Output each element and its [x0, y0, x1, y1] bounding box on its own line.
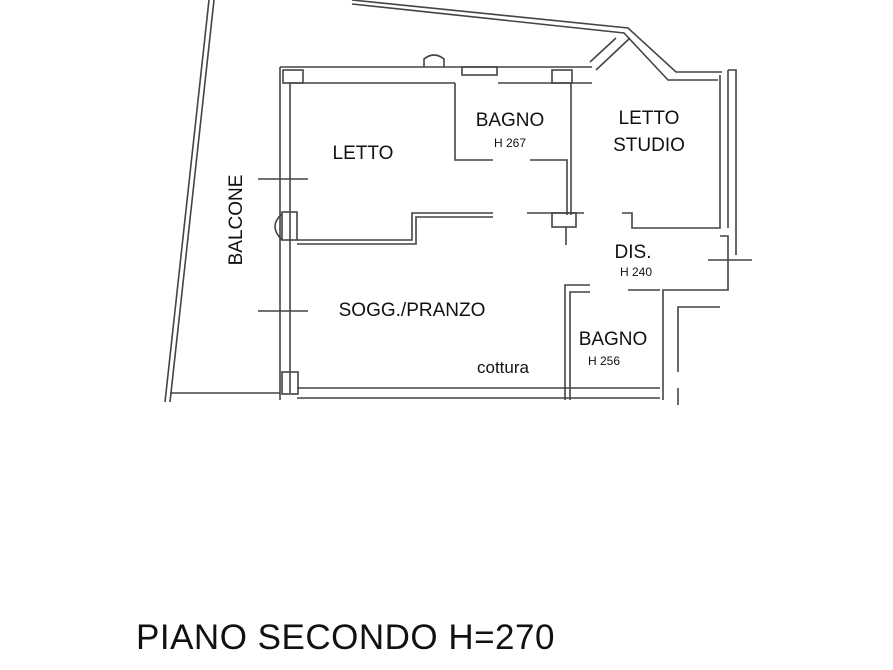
- room-height-dis: H 240: [620, 265, 652, 279]
- walls: [164, 0, 752, 405]
- room-label-dis: DIS.: [615, 242, 652, 263]
- plan-title: PIANO SECONDO H=270: [136, 618, 555, 657]
- room-label-soggiorno: SOGG./PRANZO: [339, 300, 486, 321]
- room-label-letto: LETTO: [333, 143, 394, 164]
- room-label-letto-studio-2: STUDIO: [613, 135, 685, 156]
- room-label-cottura: cottura: [477, 358, 530, 377]
- room-height-bagno: H 267: [494, 136, 526, 150]
- room-label-balcone: BALCONE: [226, 175, 247, 266]
- room-height-bagno-2: H 256: [588, 354, 620, 368]
- room-label-bagno: BAGNO: [476, 110, 545, 131]
- room-label-bagno-2: BAGNO: [579, 329, 648, 350]
- room-label-letto-studio-1: LETTO: [619, 108, 680, 129]
